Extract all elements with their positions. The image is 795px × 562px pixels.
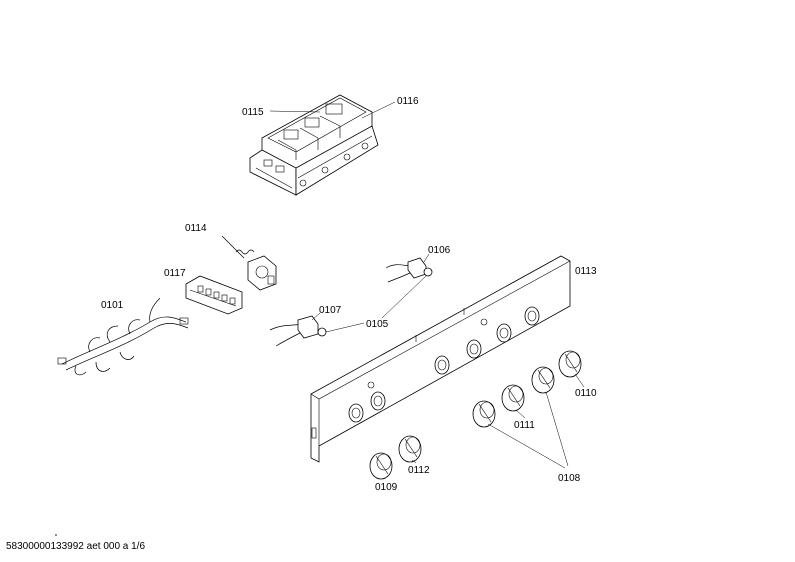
label-0107: 0107 [319,305,342,316]
leader-0106 [423,253,430,263]
label-0109: 0109 [375,482,398,493]
wiring-harness[interactable] [57,297,189,376]
footer-dot [55,534,57,536]
panel-knob-holes [348,306,540,423]
thermostat[interactable] [221,235,277,291]
leader-0108b [545,391,569,467]
label-0115: 0115 [242,107,264,118]
switch-block-assembly[interactable] [249,94,379,196]
terminal-block[interactable] [185,275,243,315]
knob-0112[interactable] [398,435,422,463]
switch-0107[interactable] [269,315,327,347]
label-0101: 0101 [101,300,124,311]
knob-0109[interactable] [369,452,393,480]
label-0110: 0110 [575,388,597,399]
label-0114: 0114 [185,223,207,234]
knob-0110[interactable] [558,350,582,378]
label-0116: 0116 [397,96,419,107]
label-0111: 0111 [514,420,535,431]
leader-0116 [361,101,396,119]
leader-0107 [311,312,321,321]
label-0112: 0112 [408,465,430,476]
knob-0111[interactable] [501,384,525,412]
leader-0115 [269,110,321,113]
switch-0106[interactable] [385,257,433,283]
leader-0111 [515,409,526,419]
leader-0105b [325,322,365,333]
label-0117: 0117 [164,268,186,279]
leader-0112 [411,459,417,464]
knob-0108b[interactable] [531,366,555,394]
leader-0110 [574,373,585,388]
label-0108: 0108 [558,473,581,484]
label-0105: 0105 [366,319,389,330]
leader-0105a [381,275,427,319]
document-id: 58300000133992 aet 000 a 1/6 [6,541,146,552]
label-0113: 0113 [575,266,597,277]
label-0106: 0106 [428,245,451,256]
leader-0108a [487,423,566,469]
knob-0108a[interactable] [472,400,496,428]
